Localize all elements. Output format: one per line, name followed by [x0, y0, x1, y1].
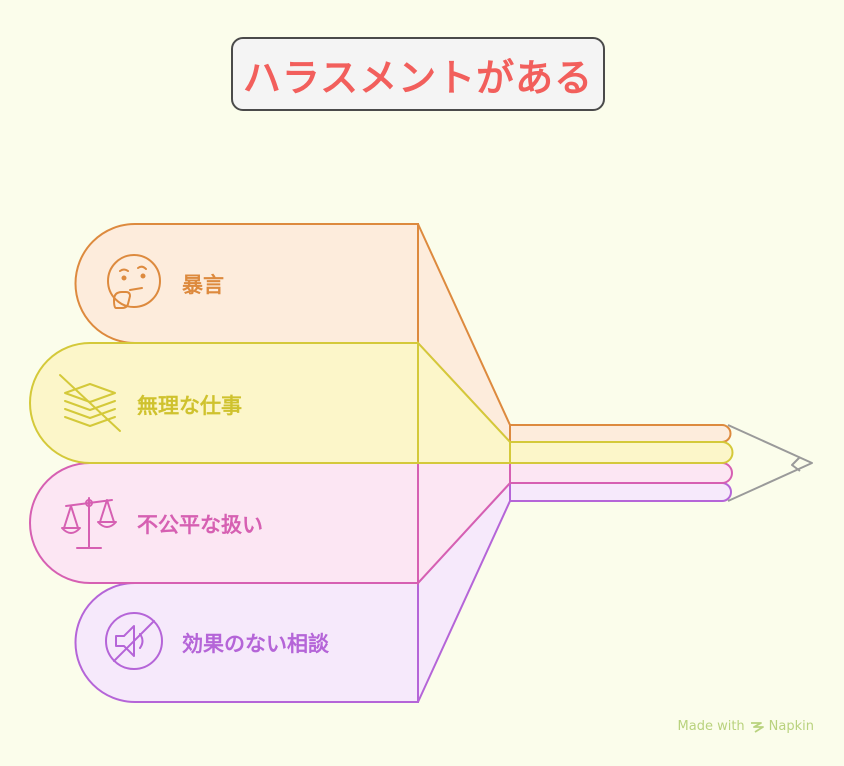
- row-4-pencil-stripe: [509, 482, 732, 502]
- row-unreasonable-work: [29, 340, 734, 464]
- diagram-title: ハラスメントがある: [242, 55, 594, 100]
- napkin-logo-icon: [750, 721, 764, 733]
- scales-icon: [61, 497, 117, 549]
- row-2-pill: [29, 342, 419, 464]
- row-2-pencil-stripe: [509, 441, 734, 464]
- title-box: ハラスメントがある: [231, 37, 605, 111]
- item-label-verbal-abuse: 暴言: [182, 273, 224, 297]
- watermark-brand: Napkin: [768, 719, 814, 734]
- row-1-pill: [74, 223, 419, 344]
- item-label-unfair-treatment: 不公平な扱い: [137, 513, 263, 537]
- crossed-stack-icon: [59, 374, 121, 432]
- row-unfair-treatment: [29, 462, 733, 586]
- item-label-ineffective-consultation: 効果のない相談: [182, 632, 329, 656]
- thinking-face-icon: [107, 254, 161, 309]
- row-1-pencil-stripe: [509, 424, 732, 443]
- item-label-unreasonable-work: 無理な仕事: [137, 394, 242, 418]
- pencil-lead: [791, 456, 801, 472]
- watermark-prefix: Made with: [677, 719, 745, 734]
- row-4-pill: [74, 582, 419, 703]
- row-3-pencil-stripe: [509, 462, 733, 484]
- row-verbal-abuse: [74, 223, 732, 445]
- napkin-watermark: Made with Napkin: [678, 719, 814, 734]
- pencil-tip: [727, 424, 813, 502]
- muted-speaker-icon: [105, 612, 163, 670]
- row-3-pill: [29, 462, 419, 584]
